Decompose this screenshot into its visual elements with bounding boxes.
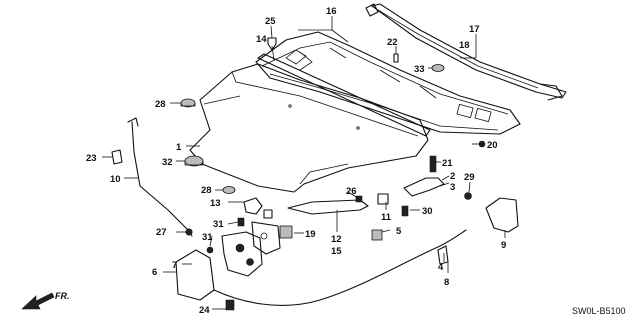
callout-32: 32 (162, 157, 173, 168)
hood-cushion-28-upper (180, 98, 196, 108)
callout-9: 9 (501, 240, 506, 251)
hood-hinge-right (485, 197, 519, 233)
callout-26: 26 (346, 186, 357, 197)
leader-lines (102, 16, 506, 310)
front-label: FR. (55, 291, 70, 301)
callout-4: 4 (438, 262, 444, 273)
callout-10: 10 (110, 174, 121, 185)
front-direction-indicator: FR. (21, 291, 70, 310)
bolt-31-left (206, 246, 214, 254)
callout-20: 20 (487, 140, 498, 151)
callout-labels: 1 2 3 4 5 6 7 8 9 10 11 12 13 14 15 16 1… (86, 6, 506, 316)
hood-support-rod (127, 117, 193, 237)
callout-18: 18 (459, 40, 470, 51)
callout-15: 15 (331, 246, 342, 257)
windshield-seal (365, 3, 567, 101)
cushion-5 (371, 229, 383, 241)
hood-cushion-32 (184, 155, 204, 167)
callout-28-lower: 28 (201, 185, 212, 196)
callout-30: 30 (422, 206, 433, 217)
seal-11 (377, 193, 389, 205)
callout-14: 14 (256, 34, 267, 45)
callout-8: 8 (444, 277, 449, 288)
clip-24 (225, 299, 235, 311)
callout-5: 5 (396, 226, 402, 237)
hood-cushion-19 (279, 225, 293, 239)
bolt-21 (429, 155, 437, 173)
hood-cushion-28-lower (222, 186, 236, 194)
hood-striker-13 (243, 197, 273, 219)
callout-31-lower: 31 (202, 232, 213, 243)
bolt-31-upper (237, 217, 245, 227)
cowl-top-cover (255, 31, 521, 135)
bolt-30 (401, 205, 409, 217)
callout-31-upper: 31 (213, 219, 224, 230)
callout-16: 16 (326, 6, 337, 17)
clip-22 (393, 53, 399, 63)
callout-17: 17 (469, 24, 480, 35)
latch-bracket-7 (175, 249, 215, 301)
callout-1: 1 (176, 142, 182, 153)
callout-22: 22 (387, 37, 398, 48)
callout-2: 2 (450, 171, 455, 182)
callout-6: 6 (152, 267, 157, 278)
callout-28-upper: 28 (155, 99, 166, 110)
callout-11: 11 (381, 212, 392, 223)
callout-3: 3 (450, 182, 455, 193)
hood-stiffener-brace (287, 199, 369, 215)
callout-33: 33 (414, 64, 425, 75)
diagram-code: SW0L-B5100 (572, 306, 626, 316)
grommet-27 (185, 228, 193, 236)
hood-clip-25 (267, 37, 277, 51)
callout-29: 29 (464, 172, 475, 183)
hood-latch (221, 221, 281, 277)
grommet-33 (431, 64, 445, 72)
callout-12: 12 (331, 234, 342, 245)
callout-13: 13 (210, 198, 221, 209)
callout-21: 21 (442, 158, 453, 169)
callout-19: 19 (305, 229, 316, 240)
rod-holder-23 (111, 149, 123, 165)
bolt-29 (464, 192, 472, 200)
callout-23: 23 (86, 153, 97, 164)
hood-panel (189, 63, 429, 193)
front-arrow-icon (21, 292, 55, 310)
hood-seal-strip (257, 53, 431, 137)
callout-25: 25 (265, 16, 276, 27)
callout-7: 7 (172, 260, 177, 271)
callout-27: 27 (156, 227, 167, 238)
hood-hinge-left (403, 177, 445, 197)
callout-24: 24 (199, 305, 210, 316)
